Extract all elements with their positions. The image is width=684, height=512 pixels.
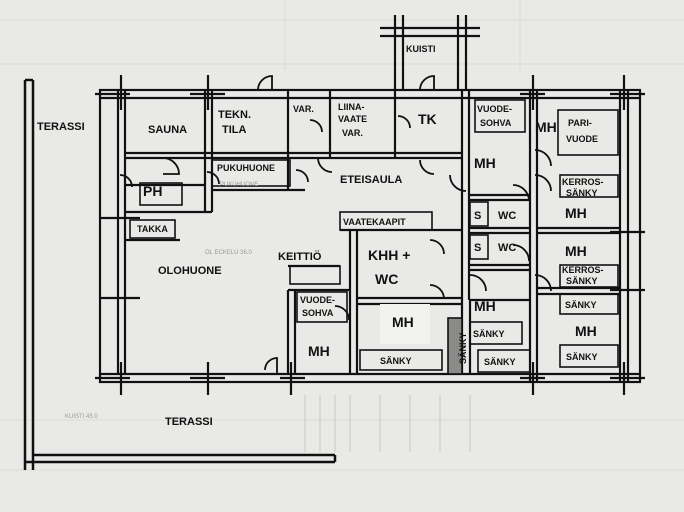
- label-vuodesohva-1: VUODE-: [300, 295, 335, 305]
- label-s-1: S: [474, 210, 481, 222]
- faint-kuisti: KUISTI 45.0: [65, 414, 98, 420]
- label-wc-1: WC: [498, 210, 516, 222]
- label-sanky-6: SÄNKY: [458, 332, 468, 364]
- label-var: VAR.: [293, 104, 314, 114]
- label-mh-8: MH: [575, 323, 597, 339]
- label-pari-2: VUODE: [566, 134, 598, 144]
- label-tekn: TEKN.: [218, 109, 251, 121]
- label-s-2: S: [474, 242, 481, 254]
- label-kerros-2b: SÄNKY: [566, 276, 598, 286]
- label-keittio: KEITTIÖ: [278, 250, 322, 263]
- log-posts: [95, 75, 645, 395]
- label-sauna: SAUNA: [148, 124, 187, 136]
- label-ph: PH: [143, 183, 162, 199]
- label-eteisaula: ETEISAULA: [340, 174, 402, 186]
- faint-pukuhuone: PUKUHUONE: [220, 182, 258, 188]
- label-kerros-2a: KERROS-: [562, 265, 604, 275]
- terrace-labels: TERASSI TERASSI: [37, 121, 213, 428]
- label-tila: TILA: [222, 124, 246, 136]
- label-sanky-2: SÄNKY: [473, 329, 505, 339]
- label-khh-2: WC: [375, 271, 398, 287]
- label-kerros-1b: SÄNKY: [566, 188, 598, 198]
- wc-fixtures: [469, 201, 489, 260]
- label-khh-1: KHH +: [368, 247, 410, 263]
- label-olohuone: OLOHUONE: [158, 265, 222, 277]
- label-terassi-top: TERASSI: [37, 121, 85, 133]
- label-takka: TAKKA: [137, 224, 168, 234]
- label-mh-parents: MH: [535, 119, 557, 135]
- label-mh-4: MH: [565, 243, 587, 259]
- label-liina-1: LIINA-: [338, 102, 365, 112]
- label-terassi-bottom: TERASSI: [165, 416, 213, 428]
- label-vuodesohva-top-1: VUODE-: [477, 104, 512, 114]
- label-pari-1: PARI-: [568, 118, 592, 128]
- label-sanky-1: SÄNKY: [380, 356, 412, 366]
- label-sanky-3: SÄNKY: [484, 357, 516, 367]
- label-sanky-4: SÄNKY: [565, 300, 597, 310]
- label-mh-2: MH: [474, 155, 496, 171]
- left-terrace: [23, 78, 337, 470]
- label-tk: TK: [418, 111, 437, 127]
- background-grid: [0, 0, 684, 471]
- label-mh-7: MH: [392, 314, 414, 330]
- label-vuodesohva-top-2: SOHVA: [480, 118, 512, 128]
- label-mh-3: MH: [565, 205, 587, 221]
- label-kuisti: KUISTI: [406, 44, 436, 54]
- faint-annotations: OL ECKELU 36.0 KUISTI 45.0 PUKUHUONE: [65, 182, 258, 420]
- furniture: [129, 99, 619, 375]
- label-kerros-1a: KERROS-: [562, 177, 604, 187]
- label-liina-3: VAR.: [342, 128, 363, 138]
- label-mh-6: MH: [308, 343, 330, 359]
- door-swings: [119, 75, 552, 374]
- faint-ol: OL ECKELU 36.0: [205, 250, 252, 256]
- label-liina-2: VAATE: [338, 114, 367, 124]
- label-vaatekaapit: VAATEKAAPIT: [343, 217, 406, 227]
- walls: [98, 15, 642, 384]
- label-pukuhuone: PUKUHUONE: [217, 163, 275, 173]
- terrace-boards: [304, 395, 471, 452]
- room-labels: SAUNA TEKN. TILA VAR. LIINA- VAATE VAR. …: [137, 44, 604, 367]
- label-mh-5: MH: [474, 298, 496, 314]
- label-vuodesohva-2: SOHVA: [302, 308, 334, 318]
- label-sanky-5: SÄNKY: [566, 352, 598, 362]
- label-wc-2: WC: [498, 242, 516, 254]
